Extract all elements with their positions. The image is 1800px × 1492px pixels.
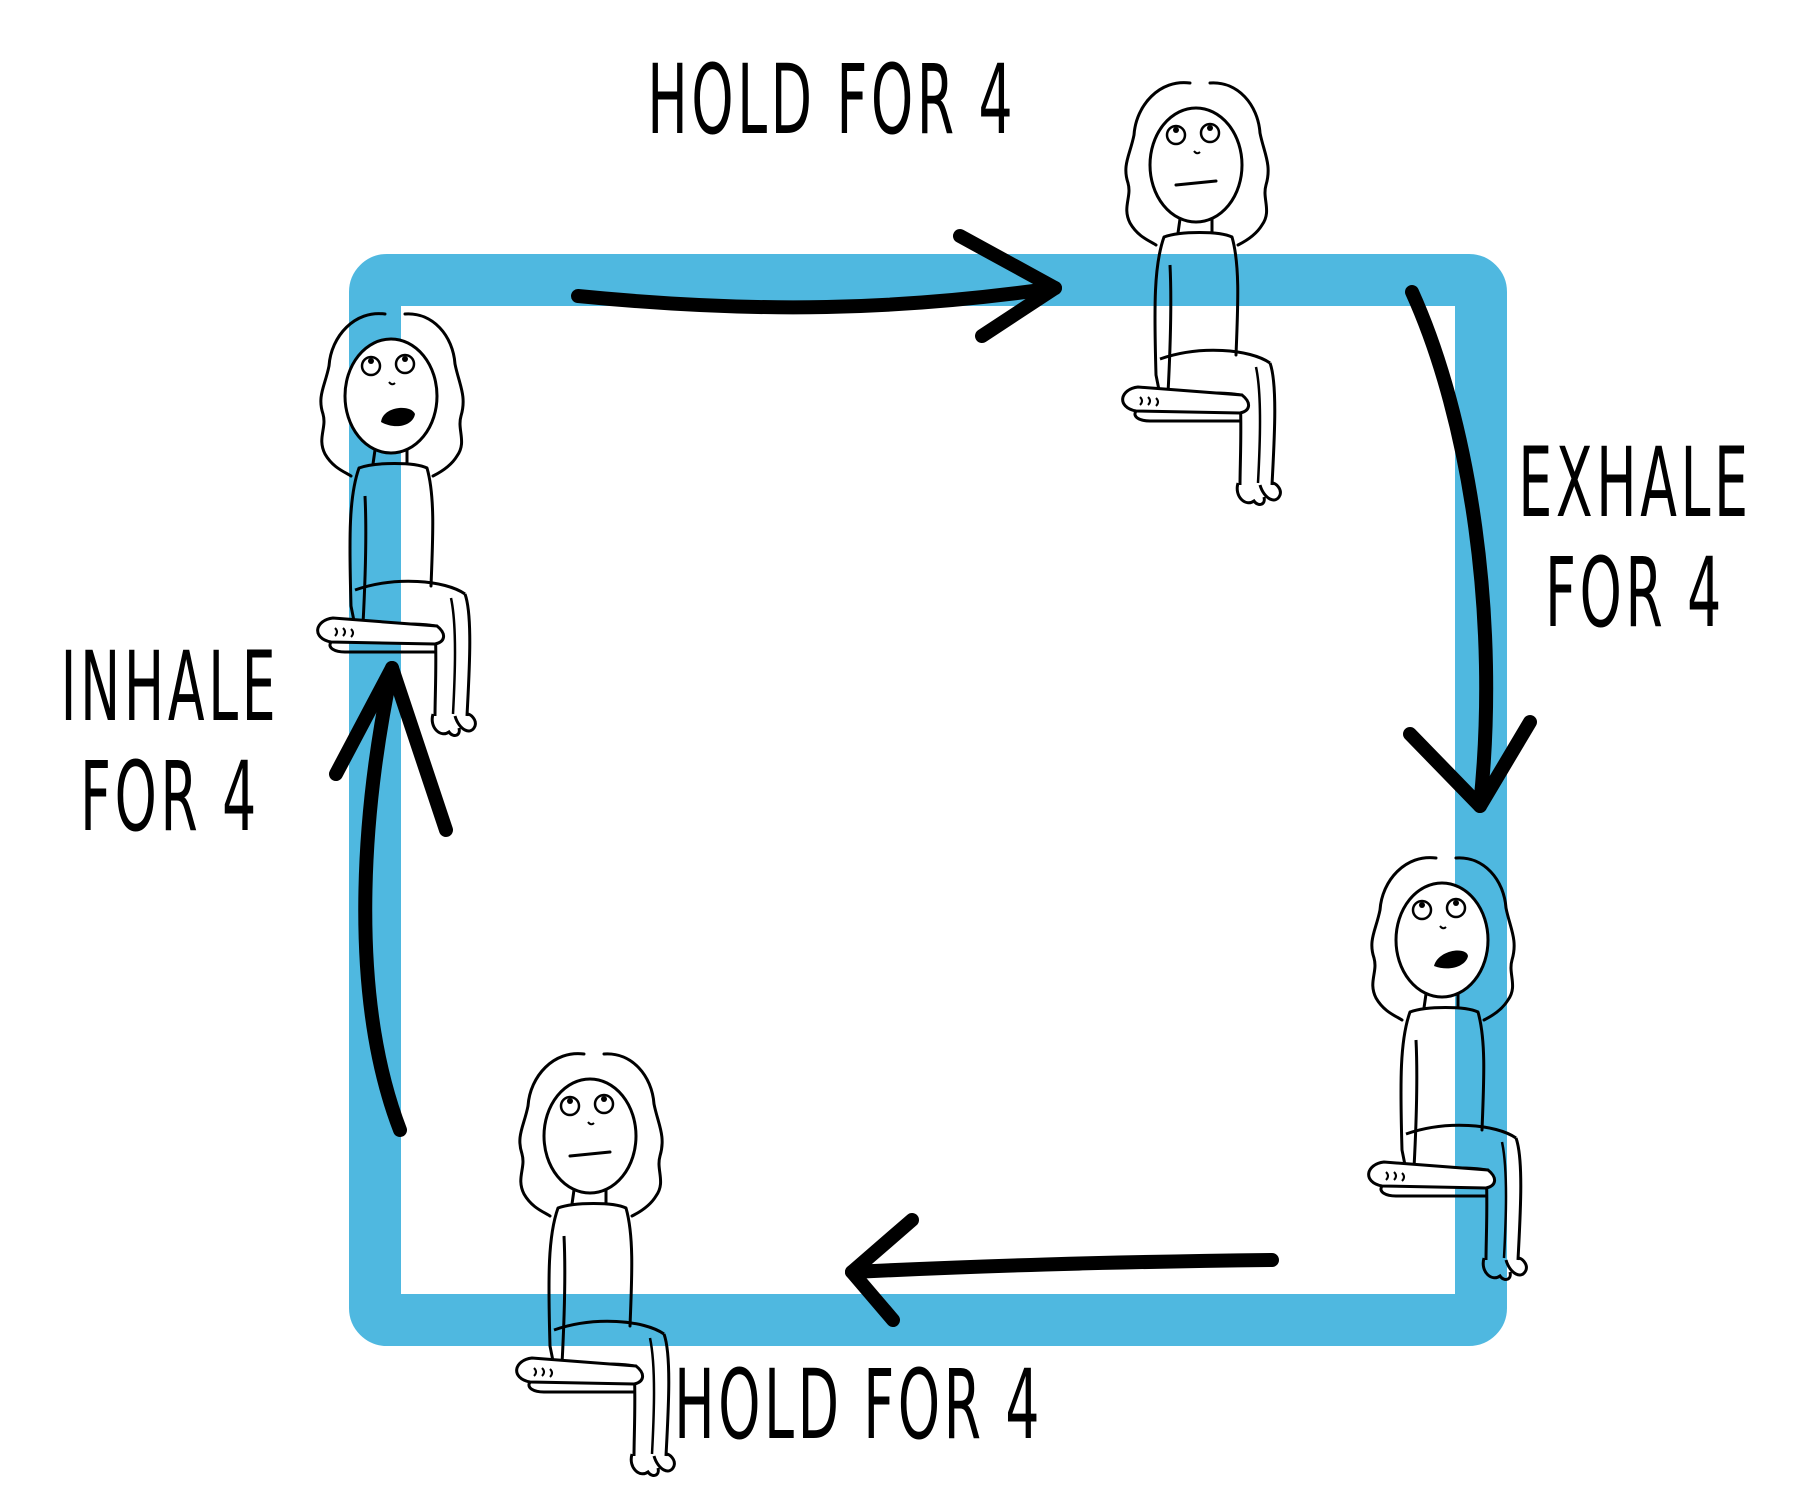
inhale-line1: INHALE — [60, 631, 280, 743]
arrow-down-icon — [1403, 285, 1537, 813]
arrow-left-icon — [845, 1213, 1279, 1327]
hold-bottom-text: HOLD FOR 4 — [674, 1349, 1044, 1461]
breathing-square — [349, 254, 1507, 1346]
exhale-line1: EXHALE — [1518, 427, 1752, 539]
person-inhaling-icon — [316, 312, 477, 737]
arrow-right-icon — [571, 229, 1062, 343]
hold-label-top: HOLD FOR 4 — [647, 44, 1017, 156]
exhale-label: EXHALE FOR 4 — [1517, 428, 1753, 649]
person-exhaling-icon — [1367, 856, 1528, 1281]
person-holding-breath-icon-top-right — [1121, 81, 1282, 506]
inhale-label: INHALE FOR 4 — [52, 632, 288, 853]
arrow-up-icon — [329, 661, 453, 1137]
person-holding-breath-icon-bottom-left — [515, 1052, 676, 1477]
hold-label-bottom: HOLD FOR 4 — [674, 1349, 1044, 1461]
inhale-line2: FOR 4 — [80, 741, 260, 854]
hold-top-text: HOLD FOR 4 — [647, 44, 1017, 156]
exhale-line2: FOR 4 — [1545, 537, 1725, 650]
